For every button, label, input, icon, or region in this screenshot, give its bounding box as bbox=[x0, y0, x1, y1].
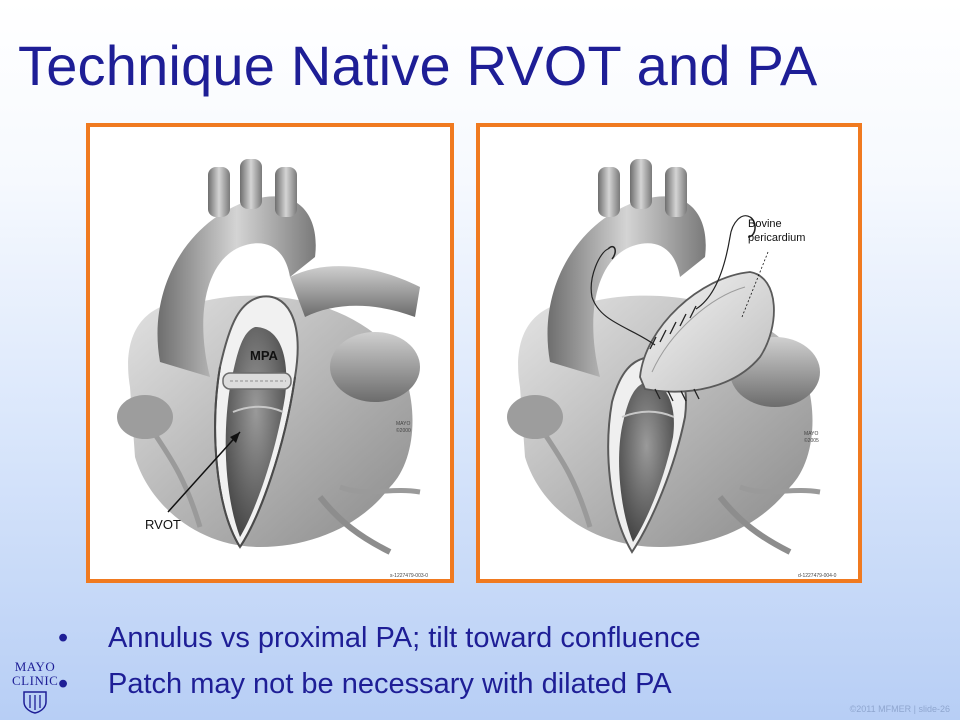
patch-label-line1: Bovine bbox=[748, 218, 782, 230]
bullet-text: Patch may not be necessary with dilated … bbox=[108, 668, 672, 700]
figure-patch-repair: Bovine pericardium MAYO ©2005 d-1227479-… bbox=[476, 123, 862, 583]
logo-line1: MAYO bbox=[14, 659, 56, 674]
slide-title: Technique Native RVOT and PA bbox=[18, 34, 818, 97]
figure-code: s-1227479-003-0 bbox=[390, 573, 428, 579]
bullet-dot-icon: • bbox=[58, 668, 69, 700]
figure-native-rvot: MPA RVOT MAYO ©2000 s-1227479-003-0 bbox=[86, 123, 454, 583]
mayo-clinic-logo: MAYO CLINIC bbox=[12, 660, 58, 716]
svg-text:©2000: ©2000 bbox=[396, 427, 411, 434]
heart-illustration-rvot: MPA RVOT MAYO ©2000 s-1227479-003-0 bbox=[90, 127, 450, 579]
patch-label-line2: pericardium bbox=[748, 232, 805, 244]
figure-code: d-1227479-004-0 bbox=[798, 573, 837, 579]
figure-mark: MAYO bbox=[804, 431, 818, 437]
heart-illustration-patch: Bovine pericardium MAYO ©2005 d-1227479-… bbox=[480, 127, 858, 579]
bullet-item: • Patch may not be necessary with dilate… bbox=[58, 664, 701, 710]
svg-text:©2005: ©2005 bbox=[804, 437, 819, 444]
bullet-dot-icon: • bbox=[58, 622, 69, 654]
logo-line2: CLINIC bbox=[12, 673, 59, 688]
bullet-list: • Annulus vs proximal PA; tilt toward co… bbox=[58, 618, 701, 710]
bullet-text: Annulus vs proximal PA; tilt toward conf… bbox=[108, 622, 701, 654]
mayo-shield-icon bbox=[23, 691, 47, 714]
bullet-item: • Annulus vs proximal PA; tilt toward co… bbox=[58, 618, 701, 664]
copyright-footer: ©2011 MFMER | slide-26 bbox=[849, 704, 950, 714]
figure-mark: MAYO bbox=[396, 421, 410, 427]
rvot-label: RVOT bbox=[145, 517, 181, 532]
mpa-label: MPA bbox=[250, 348, 279, 363]
